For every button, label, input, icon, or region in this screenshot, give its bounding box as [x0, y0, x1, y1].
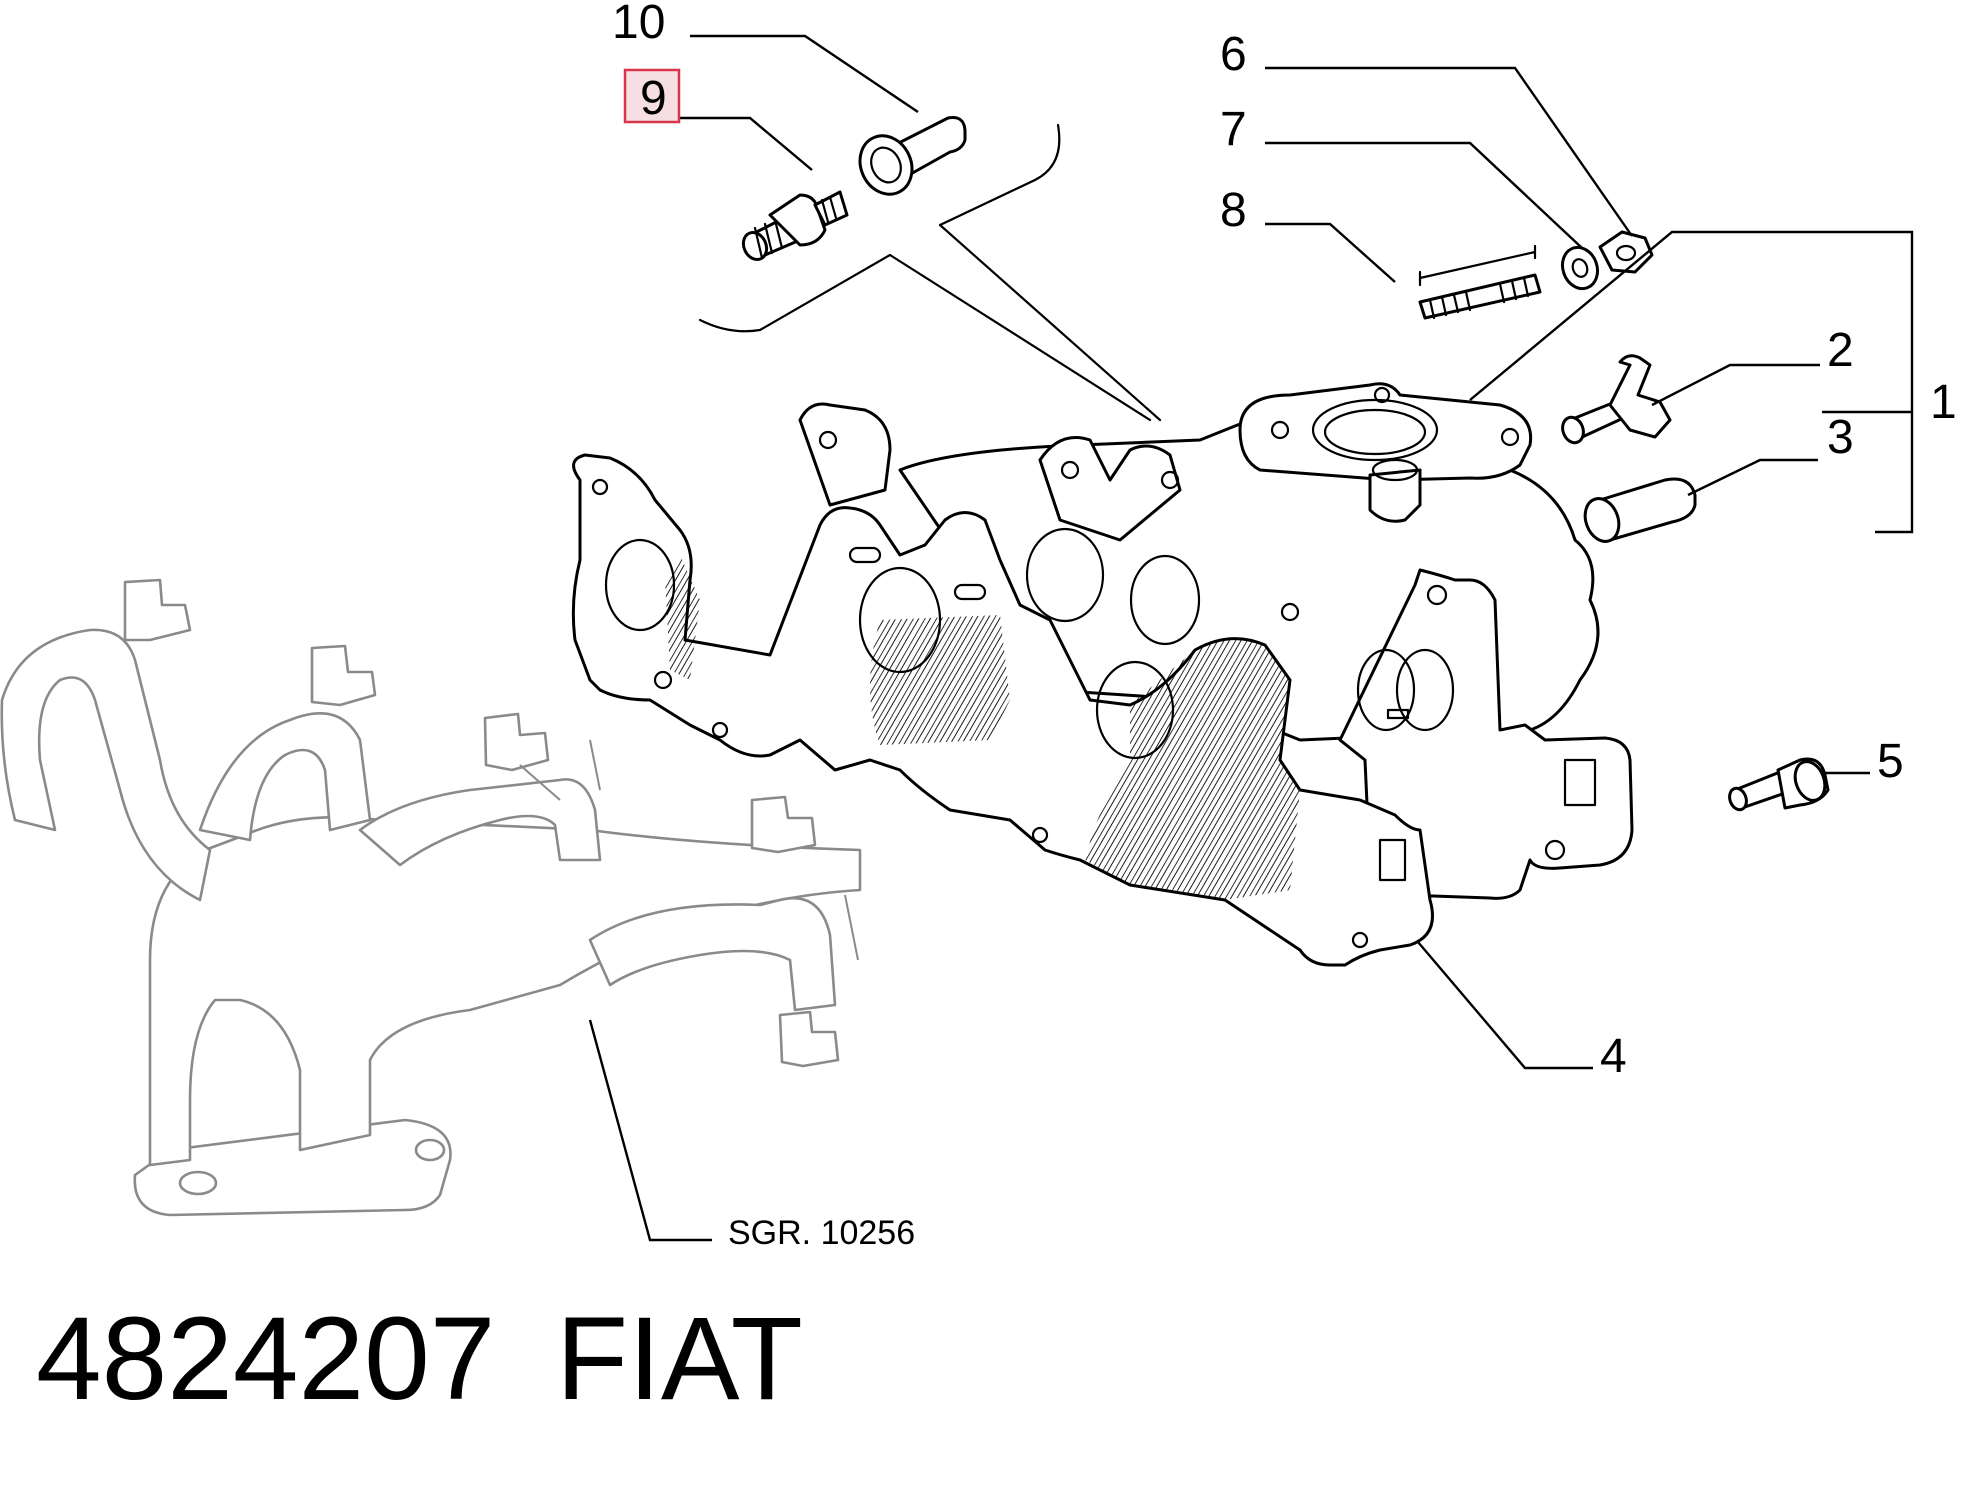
callout-6: 6 — [1220, 28, 1247, 81]
callout-labels: 10 9 6 7 8 2 3 1 5 4 SGR. 10256 — [612, 0, 1957, 1252]
callout-10: 10 — [612, 0, 665, 49]
callout-7: 7 — [1220, 103, 1247, 156]
brand-name: FIAT — [556, 1293, 803, 1425]
callout-2: 2 — [1827, 324, 1854, 377]
callout-9: 9 — [640, 72, 667, 125]
callout-3: 3 — [1827, 411, 1854, 464]
threaded-stud-part-9 — [741, 190, 849, 262]
callout-1: 1 — [1930, 376, 1957, 429]
hose-fitting-part-2 — [1561, 354, 1672, 445]
stud-part-8 — [1418, 244, 1542, 320]
part-number: 4824207 — [36, 1293, 496, 1425]
intake-gasket — [571, 402, 1434, 967]
leader-lines — [588, 34, 1914, 1242]
callout-4: 4 — [1600, 1030, 1627, 1083]
nut-part-6 — [1598, 230, 1654, 274]
callout-9-highlight — [623, 68, 681, 124]
exhaust-manifold-reference-drawing — [0, 578, 862, 1217]
callout-8: 8 — [1220, 184, 1247, 237]
hose-fitting-part-3 — [1583, 477, 1697, 543]
spacer-bushing-part-10 — [858, 116, 967, 196]
washer-part-7 — [1560, 245, 1600, 291]
callout-5: 5 — [1877, 735, 1904, 788]
bolt-part-5 — [1728, 757, 1830, 812]
reference-label: SGR. 10256 — [728, 1214, 915, 1252]
assembly-guide-lines — [698, 123, 1162, 422]
